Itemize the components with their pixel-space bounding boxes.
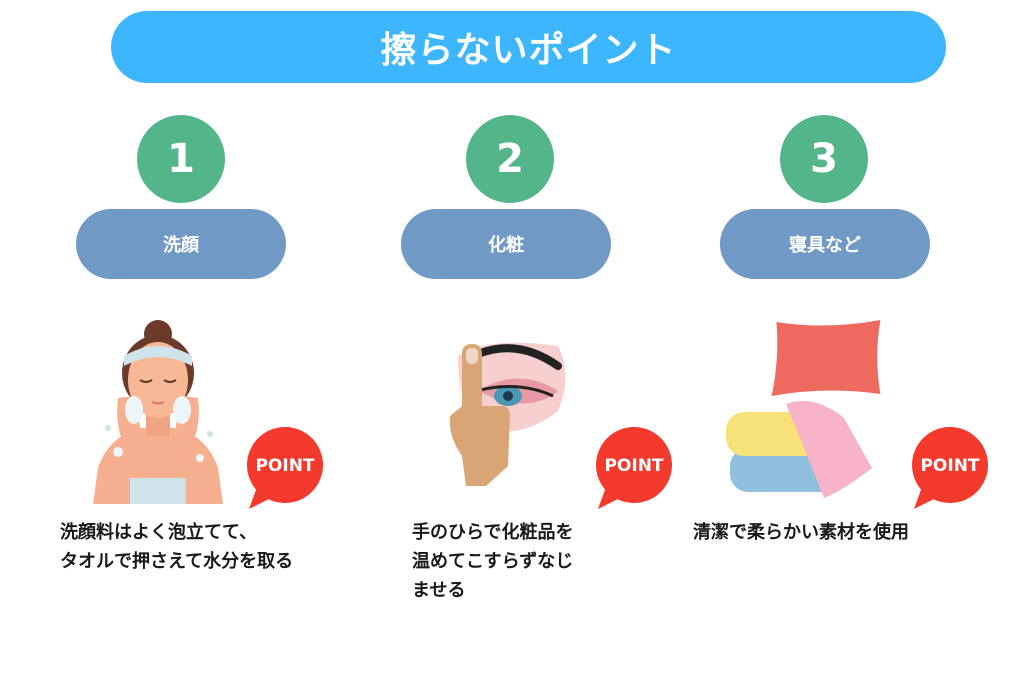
step-number-2: 2 (466, 115, 554, 203)
description-line: 清潔で柔らかい素材を使用 (693, 522, 909, 543)
description-line: 洗顔料はよく泡立てて、 (60, 522, 258, 543)
description-face-wash: 洗顔料はよく泡立てて、 タオルで押さえて水分を取る (60, 518, 293, 576)
point-badge-1: POINT (243, 427, 327, 511)
step-number-label: 3 (810, 136, 838, 182)
description-line: タオルで押さえて水分を取る (60, 551, 294, 572)
description-bedding: 清潔で柔らかい素材を使用 (693, 518, 909, 547)
point-label: POINT (604, 456, 664, 476)
description-line: 手のひらで化粧品を (412, 522, 574, 543)
page-title: 擦らないポイント (380, 30, 677, 71)
step-number-3: 3 (780, 115, 868, 203)
woman-washing-face-illustration (88, 318, 228, 504)
category-label: 洗顔 (163, 235, 199, 256)
finger-touching-eye-illustration (448, 336, 578, 486)
category-label: 化粧 (488, 235, 524, 256)
category-label: 寝具など (789, 235, 861, 256)
step-number-1: 1 (137, 115, 225, 203)
step-number-label: 2 (496, 136, 524, 182)
pillow-and-towels-illustration (724, 318, 884, 504)
point-label: POINT (255, 456, 315, 476)
description-makeup: 手のひらで化粧品を 温めてこすらずなじ ませる (412, 518, 573, 605)
category-pill-makeup: 化粧 (401, 209, 611, 279)
step-number-label: 1 (167, 136, 195, 182)
description-line: 温めてこすらずなじ (412, 551, 574, 572)
point-badge-3: POINT (908, 427, 992, 511)
title-banner: 擦らないポイント (111, 11, 946, 83)
point-label: POINT (920, 456, 980, 476)
category-pill-face-wash: 洗顔 (76, 209, 286, 279)
description-line: ませる (412, 580, 466, 601)
category-pill-bedding: 寝具など (720, 209, 930, 279)
point-badge-2: POINT (592, 427, 676, 511)
